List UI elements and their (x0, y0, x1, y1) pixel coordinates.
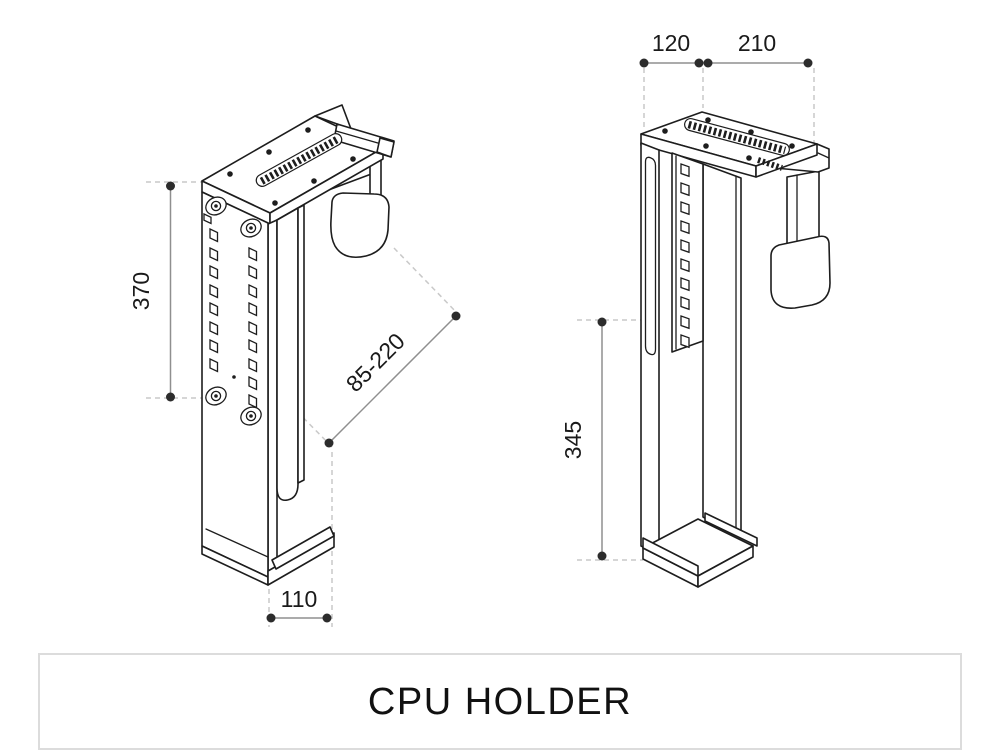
dimension-label-height: 370 (128, 272, 154, 310)
dimension-label-plate-width: 210 (738, 30, 776, 56)
rail-channel (644, 156, 657, 356)
plate-screw-holes (227, 127, 356, 206)
cable-hook (770, 235, 831, 309)
foot-tray (642, 512, 758, 588)
inner-rail (276, 207, 299, 502)
adjustment-serration (684, 117, 790, 157)
cable-hook (330, 192, 390, 259)
right-view-extension-lines (577, 68, 815, 561)
title-box: CPU HOLDER (38, 653, 962, 750)
slotted-rail (671, 152, 704, 353)
product-title: CPU HOLDER (367, 680, 633, 723)
left-view-product (201, 104, 395, 586)
dimension-label-column-height: 345 (560, 421, 586, 459)
right-view: 120 210 345 (560, 30, 831, 588)
dimension-label-foot-depth: 110 (281, 586, 318, 612)
cpu-holder-drawings: 370 85-220 110 (128, 30, 831, 627)
rear-flap (314, 104, 352, 130)
left-view: 370 85-220 110 (128, 104, 461, 627)
slide-rail-tip (376, 137, 395, 158)
foot-tray (201, 526, 335, 586)
right-view-dimensions: 120 210 345 (560, 30, 813, 561)
right-view-product (640, 111, 831, 588)
plate-screw-holes (662, 117, 795, 161)
dimension-label-hook-range: 85-220 (341, 328, 410, 397)
dimension-label-rail-offset: 120 (652, 30, 690, 56)
adjustment-serration (255, 133, 343, 187)
clamp-back-plate (702, 163, 742, 539)
hook-arm (786, 170, 820, 248)
